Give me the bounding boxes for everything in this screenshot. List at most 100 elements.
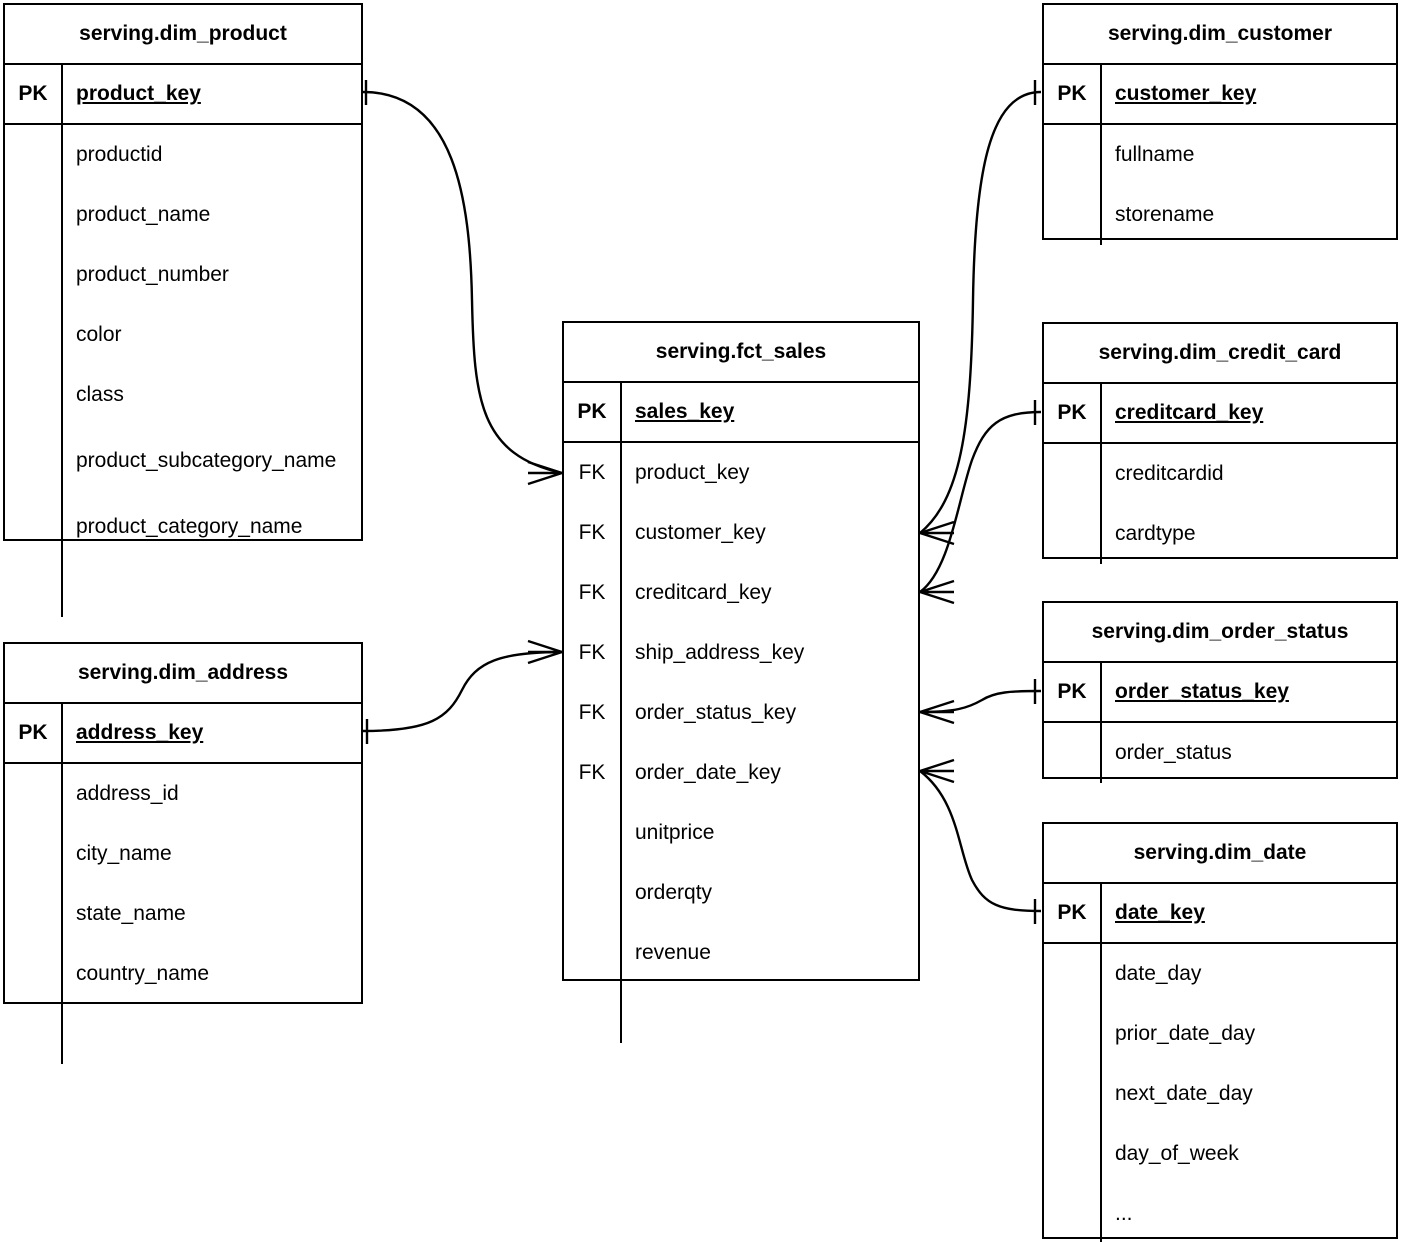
pk-row-dim-customer: PK customer_key xyxy=(1044,65,1396,125)
field-name: revenue xyxy=(635,941,711,965)
field-row: order_status xyxy=(1044,723,1396,783)
field-row: country_name xyxy=(5,944,361,1004)
entity-dim-order-status[interactable]: serving.dim_order_status PK order_status… xyxy=(1042,601,1398,783)
field-row: revenue xyxy=(564,923,918,983)
field-key xyxy=(564,803,622,863)
pk-label: PK xyxy=(5,704,63,762)
field-name: ... xyxy=(1115,1202,1133,1226)
field-name: product_category_name xyxy=(76,515,303,539)
field-key xyxy=(5,824,63,884)
entity-dim-product[interactable]: serving.dim_product PK product_key produ… xyxy=(3,3,363,617)
field-key xyxy=(5,497,63,557)
field-name: order_status xyxy=(1115,741,1232,765)
field-row: productid xyxy=(5,125,361,185)
pk-row-dim-order-status: PK order_status_key xyxy=(1044,663,1396,723)
field-key xyxy=(1044,1184,1102,1242)
field-row: creditcardid xyxy=(1044,444,1396,504)
relationship-creditcard xyxy=(919,400,1042,605)
pk-row-dim-address: PK address_key xyxy=(5,704,361,764)
field-name: product_key xyxy=(635,461,750,485)
fields-dim-order-status: order_status xyxy=(1044,723,1396,783)
field-row: product_category_name xyxy=(5,497,361,557)
field-row: date_day xyxy=(1044,944,1396,1004)
relationship-address xyxy=(362,639,563,744)
crowsfoot-customer xyxy=(919,520,955,546)
entity-title-dim-product: serving.dim_product xyxy=(5,5,361,65)
field-key xyxy=(5,305,63,365)
field-key xyxy=(1044,1064,1102,1124)
pk-field-name: date_key xyxy=(1115,901,1205,925)
pk-row-dim-date: PK date_key xyxy=(1044,884,1396,944)
field-name: creditcardid xyxy=(1115,462,1224,486)
crowsfoot-address xyxy=(527,639,563,665)
field-name: orderqty xyxy=(635,881,713,905)
field-row-filler xyxy=(5,1004,361,1064)
relationship-date xyxy=(919,758,1042,924)
relationship-product xyxy=(362,80,563,486)
field-key: FK xyxy=(564,443,622,503)
entity-dim-customer[interactable]: serving.dim_customer PK customer_key ful… xyxy=(1042,3,1398,245)
entity-dim-date[interactable]: serving.dim_date PK date_key date_day pr… xyxy=(1042,822,1398,1242)
field-key xyxy=(1044,944,1102,1004)
field-key xyxy=(5,125,63,185)
field-name: unitprice xyxy=(635,821,715,845)
field-key xyxy=(5,425,63,497)
field-row: class xyxy=(5,365,361,425)
field-name: product_subcategory_name xyxy=(76,449,337,473)
pk-row-fct-sales: PK sales_key xyxy=(564,383,918,443)
field-key-empty xyxy=(5,1004,63,1064)
entity-title-dim-date: serving.dim_date xyxy=(1044,824,1396,884)
field-key: FK xyxy=(564,743,622,803)
field-row: FK order_status_key xyxy=(564,683,918,743)
field-row: color xyxy=(5,305,361,365)
pk-field-name: address_key xyxy=(76,721,204,745)
field-key xyxy=(1044,125,1102,185)
field-row: storename xyxy=(1044,185,1396,245)
entity-title-dim-credit-card: serving.dim_credit_card xyxy=(1044,324,1396,384)
field-key xyxy=(1044,504,1102,564)
entity-title-dim-address: serving.dim_address xyxy=(5,644,361,704)
pk-label: PK xyxy=(1044,884,1102,942)
entity-fct-sales[interactable]: serving.fct_sales PK sales_key FK produc… xyxy=(562,321,920,1043)
field-row: FK order_date_key xyxy=(564,743,918,803)
relationship-orderstatus xyxy=(919,679,1042,725)
field-row: FK product_key xyxy=(564,443,918,503)
field-row: product_subcategory_name xyxy=(5,425,361,497)
field-key xyxy=(5,944,63,1004)
pk-field-name: product_key xyxy=(76,82,201,106)
field-name: product_name xyxy=(76,203,211,227)
field-row: FK ship_address_key xyxy=(564,623,918,683)
fields-dim-customer: fullname storename xyxy=(1044,125,1396,245)
field-key: FK xyxy=(564,683,622,743)
field-name: city_name xyxy=(76,842,172,866)
pk-label: PK xyxy=(5,65,63,123)
field-row: next_date_day xyxy=(1044,1064,1396,1124)
fields-fct-sales: FK product_key FK customer_key FK credit… xyxy=(564,443,918,1043)
pk-label: PK xyxy=(1044,65,1102,123)
crowsfoot-orderstatus xyxy=(919,699,955,725)
field-key xyxy=(1044,1004,1102,1064)
entity-dim-address[interactable]: serving.dim_address PK address_key addre… xyxy=(3,642,363,1064)
field-row: FK creditcard_key xyxy=(564,563,918,623)
field-row: day_of_week xyxy=(1044,1124,1396,1184)
entity-dim-credit-card[interactable]: serving.dim_credit_card PK creditcard_ke… xyxy=(1042,322,1398,564)
field-row: state_name xyxy=(5,884,361,944)
field-key xyxy=(1044,444,1102,504)
field-name: creditcard_key xyxy=(635,581,772,605)
pk-field-name: sales_key xyxy=(635,400,735,424)
field-key xyxy=(5,764,63,824)
field-key xyxy=(1044,185,1102,245)
field-name: prior_date_day xyxy=(1115,1022,1256,1046)
field-key xyxy=(5,185,63,245)
field-name: day_of_week xyxy=(1115,1142,1239,1166)
field-name: order_status_key xyxy=(635,701,797,725)
field-name: address_id xyxy=(76,782,179,806)
field-row: orderqty xyxy=(564,863,918,923)
crowsfoot-date xyxy=(919,758,955,784)
field-key xyxy=(1044,723,1102,783)
field-key: FK xyxy=(564,623,622,683)
field-name: fullname xyxy=(1115,143,1195,167)
field-row: product_number xyxy=(5,245,361,305)
field-key xyxy=(564,863,622,923)
